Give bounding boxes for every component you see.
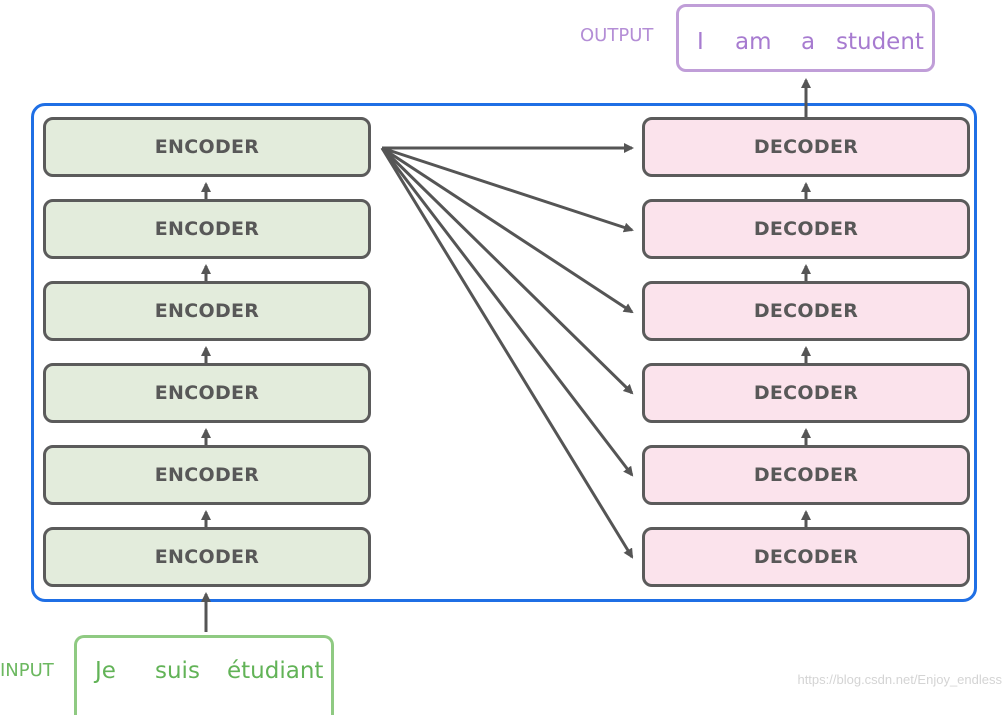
decoder-block: DECODER	[642, 363, 970, 423]
decoder-block: DECODER	[642, 199, 970, 259]
output-word: I	[697, 29, 704, 55]
input-word: étudiant	[227, 658, 324, 684]
encoder-block: ENCODER	[43, 117, 371, 177]
encoder-to-decoder-arrow	[381, 146, 634, 233]
encoder-decoder-stack-frame	[31, 103, 977, 602]
encoder-block: ENCODER	[43, 281, 371, 341]
decoder-block: DECODER	[642, 281, 970, 341]
encoder-block: ENCODER	[43, 445, 371, 505]
encoder-to-decoder-arrow	[380, 147, 634, 477]
encoder-to-decoder-arrow	[380, 147, 634, 559]
output-label: OUTPUT	[580, 25, 654, 46]
encoder-to-decoder-arrow	[380, 146, 634, 395]
output-word: am	[735, 29, 772, 55]
encoder-to-decoder-arrow	[381, 146, 634, 314]
decoder-block: DECODER	[642, 445, 970, 505]
output-word: a	[801, 29, 816, 55]
input-box: Je suis étudiant	[74, 635, 334, 715]
output-word: student	[836, 29, 924, 55]
watermark-text: https://blog.csdn.net/Enjoy_endless	[797, 672, 1002, 687]
input-word: Je	[95, 658, 116, 684]
output-box: I am a student	[676, 4, 935, 72]
decoder-block: DECODER	[642, 117, 970, 177]
encoder-block: ENCODER	[43, 363, 371, 423]
input-label: INPUT	[0, 660, 54, 681]
decoder-block: DECODER	[642, 527, 970, 587]
encoder-block: ENCODER	[43, 199, 371, 259]
input-word: suis	[155, 658, 200, 684]
encoder-block: ENCODER	[43, 527, 371, 587]
